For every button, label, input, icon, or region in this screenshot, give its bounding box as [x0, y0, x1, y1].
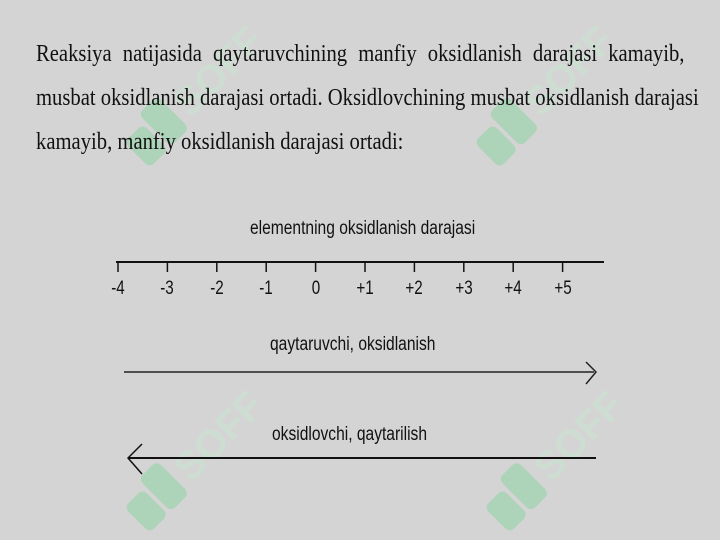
tick-label: -3: [160, 278, 175, 299]
paragraph-line: Reaksiya natijasida qaytaruvchining manf…: [36, 41, 685, 67]
tick-marks: [117, 262, 564, 272]
right-arrowhead-icon: [585, 361, 598, 385]
arrow-right-label: qaytaruvchi, oksidlanish: [270, 334, 436, 355]
watermark-logo: SOFF: [90, 18, 290, 170]
tick-label: -4: [111, 278, 125, 299]
paragraph-line: musbat oksidlanish darajasi ortadi. Oksi…: [36, 85, 699, 111]
tick-label: +3: [455, 278, 473, 299]
arrow-left-label: oksidlovchi, qaytarilish: [272, 424, 428, 445]
watermark-logo: SOFF: [450, 383, 650, 535]
tick-label: -1: [259, 278, 273, 299]
tick-label: +4: [504, 278, 522, 299]
paragraph-line: kamayib, manfiy oksidlanish darajasi ort…: [36, 129, 404, 155]
tick-label: -2: [210, 278, 224, 299]
watermark-logo: SOFF: [90, 383, 290, 535]
watermark-logo: SOFF: [440, 18, 640, 170]
tick-label: +2: [405, 278, 424, 299]
tick-label: 0: [311, 278, 320, 299]
scale-title: elementning oksidlanish darajasi: [250, 218, 476, 239]
left-arrowhead-icon: [126, 443, 143, 475]
intro-paragraph: Reaksiya natijasida qaytaruvchining manf…: [36, 32, 699, 164]
tick-label: +5: [553, 278, 572, 299]
tick-label: +1: [356, 278, 374, 299]
